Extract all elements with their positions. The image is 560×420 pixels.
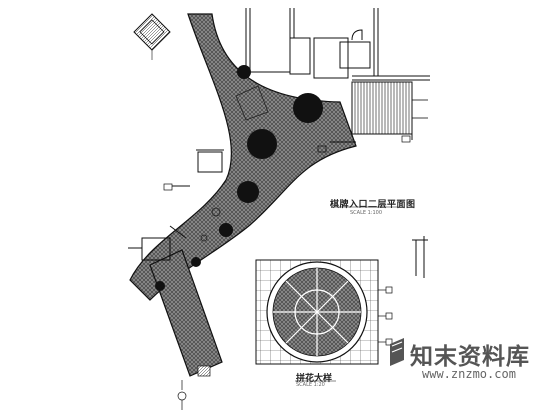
stair-block bbox=[351, 81, 428, 135]
planter-circles bbox=[155, 65, 323, 291]
watermark-url: www.znzmo.com bbox=[422, 367, 516, 381]
watermark-site-name: 知末资料库 bbox=[410, 344, 530, 370]
paving-rings bbox=[200, 85, 269, 242]
plan-title: 棋牌入口二层平面图 bbox=[330, 200, 416, 210]
section-markers bbox=[163, 135, 411, 410]
parquet-detail-plan bbox=[255, 259, 393, 365]
detail-title: 拼花大样 bbox=[296, 374, 333, 384]
plan-scale: SCALE 1:100 bbox=[350, 210, 383, 216]
diamond-emblem bbox=[133, 13, 171, 60]
curved-corridor bbox=[129, 13, 357, 301]
detail-scale: SCALE 1:20 bbox=[296, 382, 325, 388]
znzmo-logo-icon bbox=[390, 338, 404, 366]
diagonal-corridor bbox=[149, 249, 223, 377]
